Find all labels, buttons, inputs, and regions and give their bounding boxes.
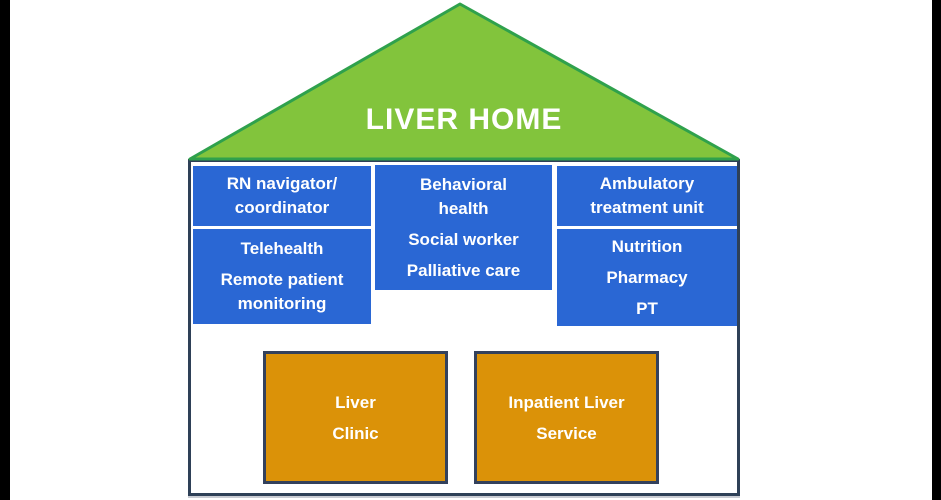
service-line: coordinator: [234, 198, 330, 217]
service-line: monitoring: [237, 294, 327, 313]
letterbox-left: [0, 0, 10, 500]
service-line: health: [438, 198, 489, 218]
service-line: Palliative care: [406, 260, 521, 280]
service-line: treatment unit: [590, 198, 704, 217]
service-box-ambulatory: Ambulatory treatment unit: [557, 166, 737, 226]
service-box-nutrition: Nutrition Pharmacy PT: [557, 229, 737, 326]
service-line: Pharmacy: [606, 267, 688, 287]
service-line: Nutrition: [611, 236, 683, 256]
service-line: Behavioral: [420, 174, 507, 194]
unit-line: Inpatient Liver: [508, 392, 625, 412]
unit-box-liver-clinic: Liver Clinic: [263, 351, 448, 484]
unit-line: Liver: [335, 392, 376, 412]
service-line: Remote patient: [220, 270, 344, 289]
service-line: PT: [636, 298, 658, 318]
unit-box-inpatient-liver-service: Inpatient Liver Service: [474, 351, 659, 484]
service-box-telehealth: Telehealth Remote patient monitoring: [193, 229, 371, 324]
roof-triangle: [188, 2, 740, 161]
service-line: RN navigator/: [226, 174, 338, 193]
roof-title: LIVER HOME: [365, 103, 563, 136]
service-box-rn-navigator: RN navigator/ coordinator: [193, 166, 371, 226]
service-line: Telehealth: [240, 239, 324, 258]
service-line: Ambulatory: [599, 174, 695, 193]
service-box-behavioral-health: Behavioral health Social worker Palliati…: [375, 165, 552, 290]
unit-line: Clinic: [332, 423, 379, 443]
letterbox-right: [932, 0, 941, 500]
unit-line: Service: [536, 423, 597, 443]
service-line: Social worker: [408, 229, 519, 249]
